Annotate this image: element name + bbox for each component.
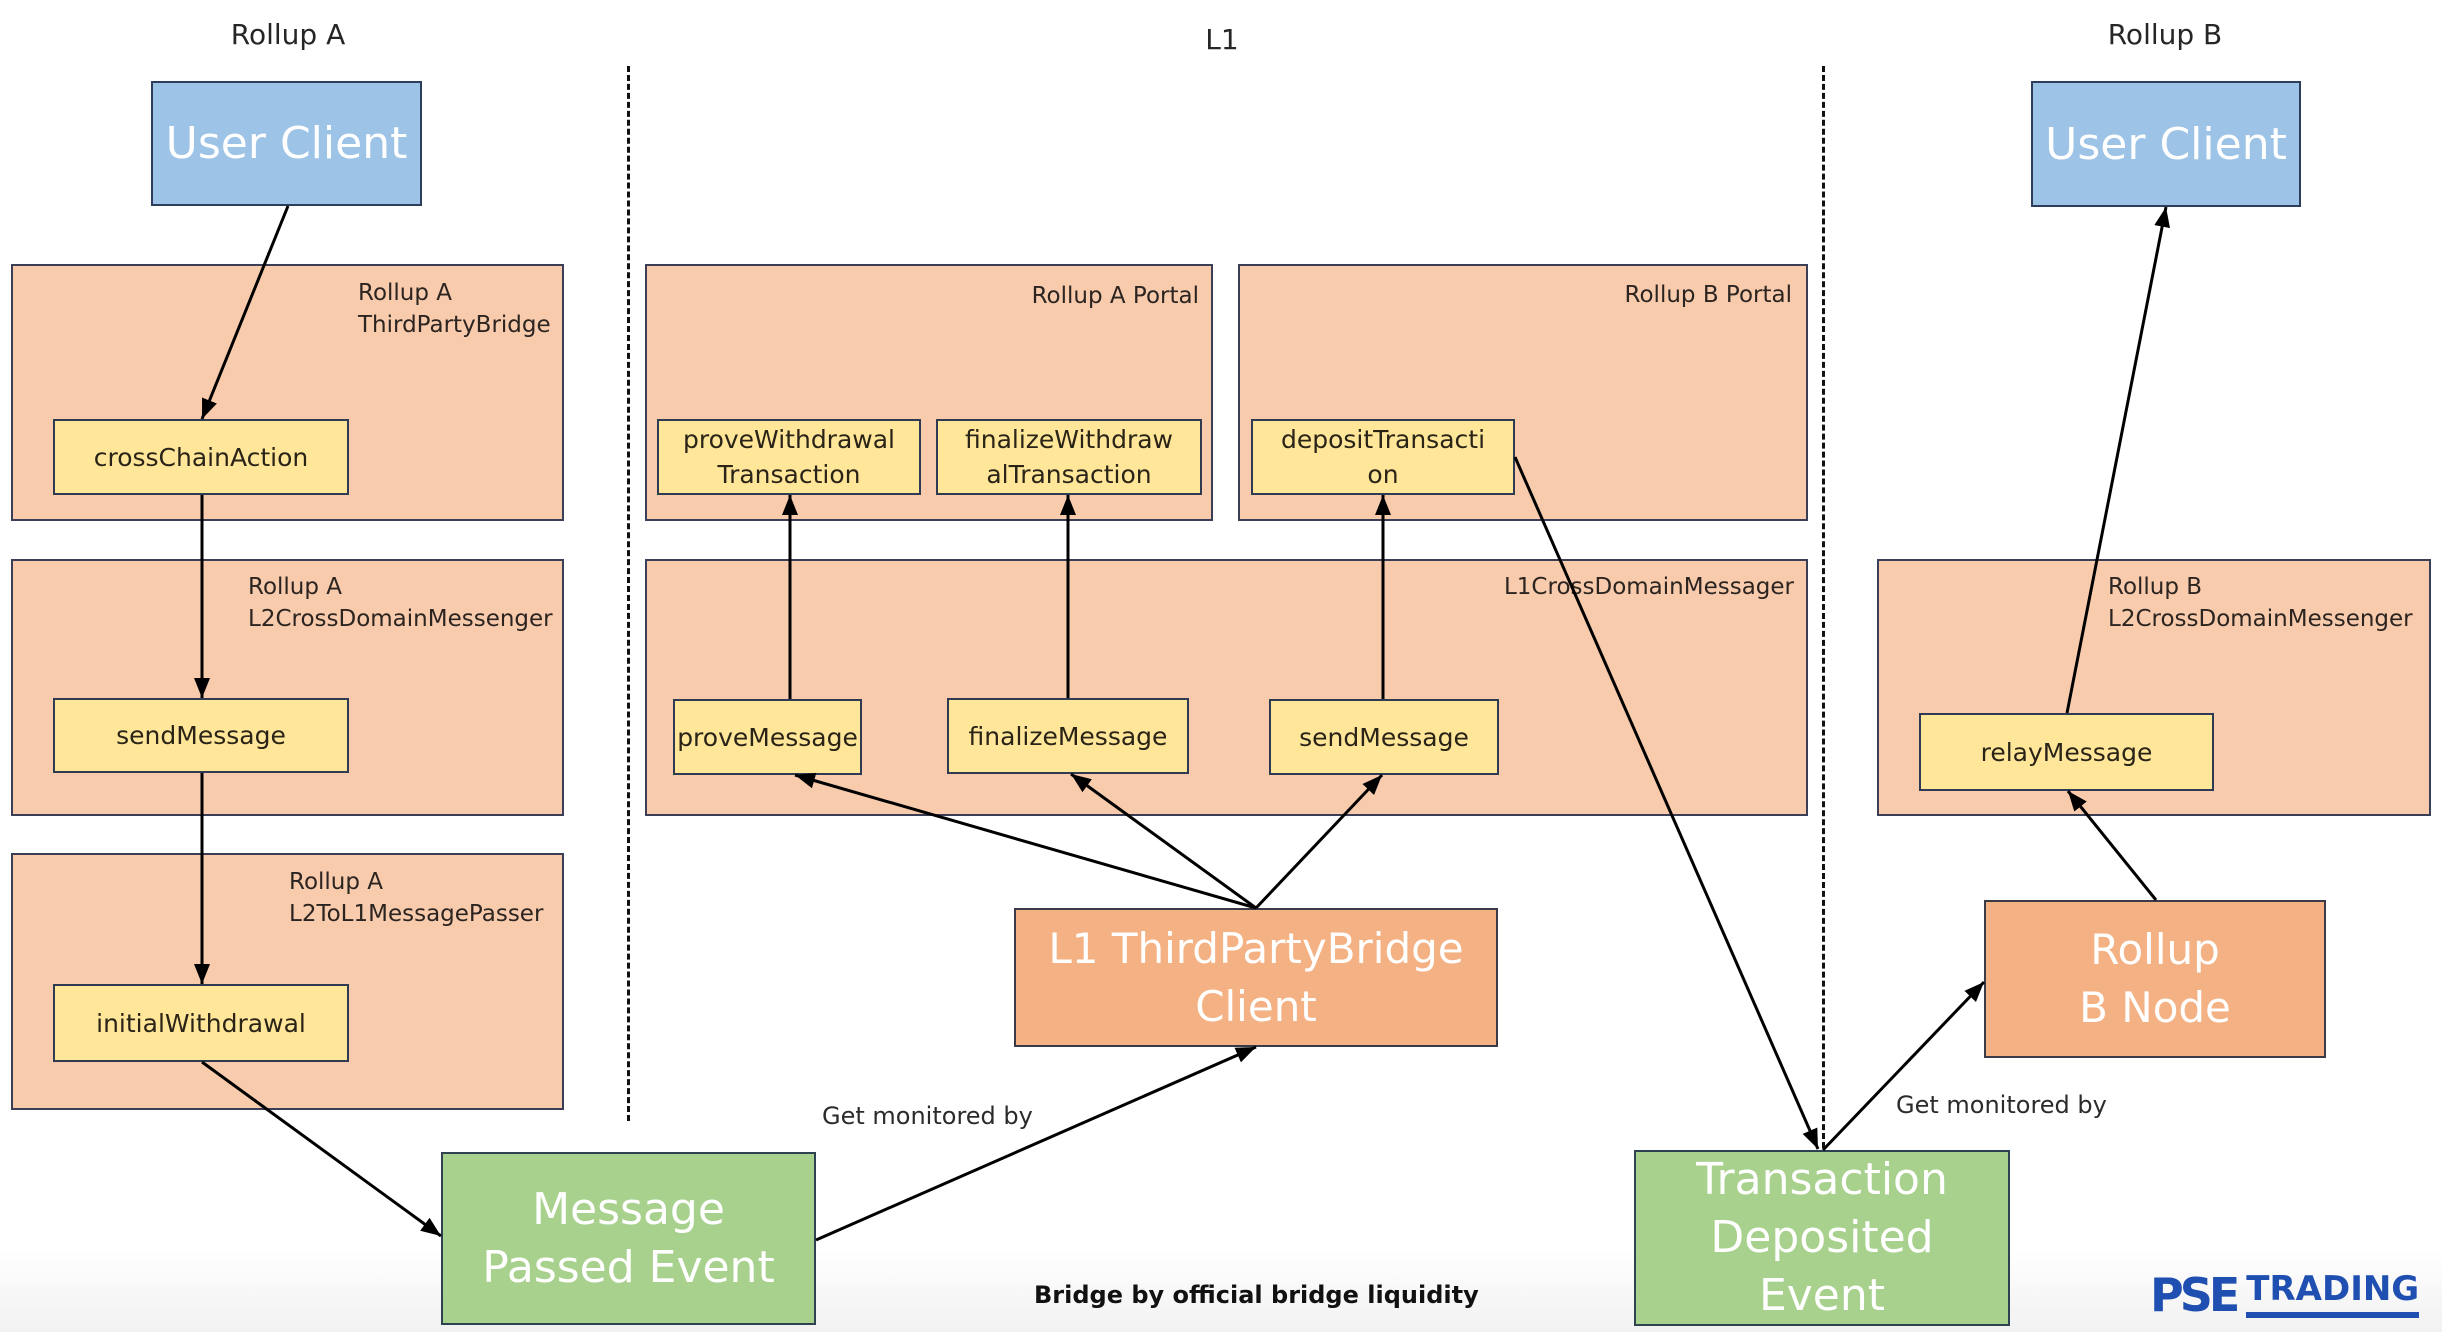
l1-third-party-bridge-client[interactable]: L1 ThirdPartyBridge Client xyxy=(1014,908,1498,1047)
container-label-line2: L2CrossDomainMessenger xyxy=(248,606,553,632)
function-finalize-message[interactable]: finalizeMessage xyxy=(947,698,1189,774)
function-finalize-withdrawal-transaction[interactable]: finalizeWithdraw alTransaction xyxy=(936,419,1202,495)
rollup-b-user-client[interactable]: User Client xyxy=(2031,81,2301,207)
logo-wordmark: TRADING xyxy=(2246,1269,2420,1318)
function-prove-withdrawal-transaction[interactable]: proveWithdrawal Transaction xyxy=(657,419,921,495)
container-label: Rollup B L2CrossDomainMessenger xyxy=(2108,571,2413,635)
function-send-message-rollup-a[interactable]: sendMessage xyxy=(53,698,349,773)
rollup-a-user-client[interactable]: User Client xyxy=(151,81,422,206)
container-label: Rollup A Portal xyxy=(1031,283,1199,309)
container-label-line1: Rollup A xyxy=(358,280,453,306)
pse-trading-logo: PSE TRADING xyxy=(2150,1268,2420,1322)
rollup-a-l2-messenger-container: Rollup A L2CrossDomainMessenger xyxy=(11,559,564,816)
container-label-line1: Rollup A xyxy=(248,574,343,600)
rollup-b-node[interactable]: Rollup B Node xyxy=(1984,900,2326,1058)
container-label-line2: L2CrossDomainMessenger xyxy=(2108,606,2413,632)
logo-word: TRADING xyxy=(2246,1269,2420,1309)
container-label-line2: ThirdPartyBridge xyxy=(358,312,551,338)
function-relay-message[interactable]: relayMessage xyxy=(1919,713,2214,791)
rollup-a-message-passer-container: Rollup A L2ToL1MessagePasser xyxy=(11,853,564,1110)
arrow-message-passed-event-to-bridge-client xyxy=(815,1045,1257,1242)
region-title-rollup-a: Rollup A xyxy=(230,18,346,51)
container-label: Rollup A L2CrossDomainMessenger xyxy=(248,571,553,635)
message-passed-event[interactable]: Message Passed Event xyxy=(441,1152,816,1325)
function-send-message-l1[interactable]: sendMessage xyxy=(1269,699,1499,775)
divider-l1-rollup-b xyxy=(1822,66,1825,1148)
divider-rollup-a-l1 xyxy=(627,66,630,1121)
function-deposit-transaction[interactable]: depositTransacti on xyxy=(1251,419,1515,495)
diagram-caption: Bridge by official bridge liquidity xyxy=(1034,1281,1479,1309)
function-cross-chain-action[interactable]: crossChainAction xyxy=(53,419,349,495)
function-initial-withdrawal[interactable]: initialWithdrawal xyxy=(53,984,349,1062)
logo-underline xyxy=(2246,1312,2420,1318)
region-title-rollup-b: Rollup B xyxy=(2107,18,2223,51)
container-label: L1CrossDomainMessager xyxy=(1503,574,1794,600)
function-prove-message[interactable]: proveMessage xyxy=(673,699,862,775)
region-title-l1: L1 xyxy=(1205,23,1239,56)
container-label-line1: Rollup B xyxy=(2108,574,2203,600)
transaction-deposited-event[interactable]: Transaction Deposited Event xyxy=(1634,1150,2010,1326)
get-monitored-by-label-a: Get monitored by xyxy=(822,1102,1033,1130)
get-monitored-by-label-b: Get monitored by xyxy=(1896,1091,2107,1119)
container-label: Rollup A L2ToL1MessagePasser xyxy=(289,866,543,930)
container-label: Rollup A ThirdPartyBridge xyxy=(358,277,551,341)
container-label-line1: Rollup A xyxy=(289,869,384,895)
container-label-line2: L2ToL1MessagePasser xyxy=(289,901,544,927)
l1-cross-domain-messenger-container: L1CrossDomainMessager xyxy=(645,559,1808,816)
arrow-transaction-deposited-event-to-rollup-b-node xyxy=(1821,980,1986,1152)
logo-mark: PSE xyxy=(2150,1268,2240,1322)
container-label: Rollup B Portal xyxy=(1624,282,1792,308)
